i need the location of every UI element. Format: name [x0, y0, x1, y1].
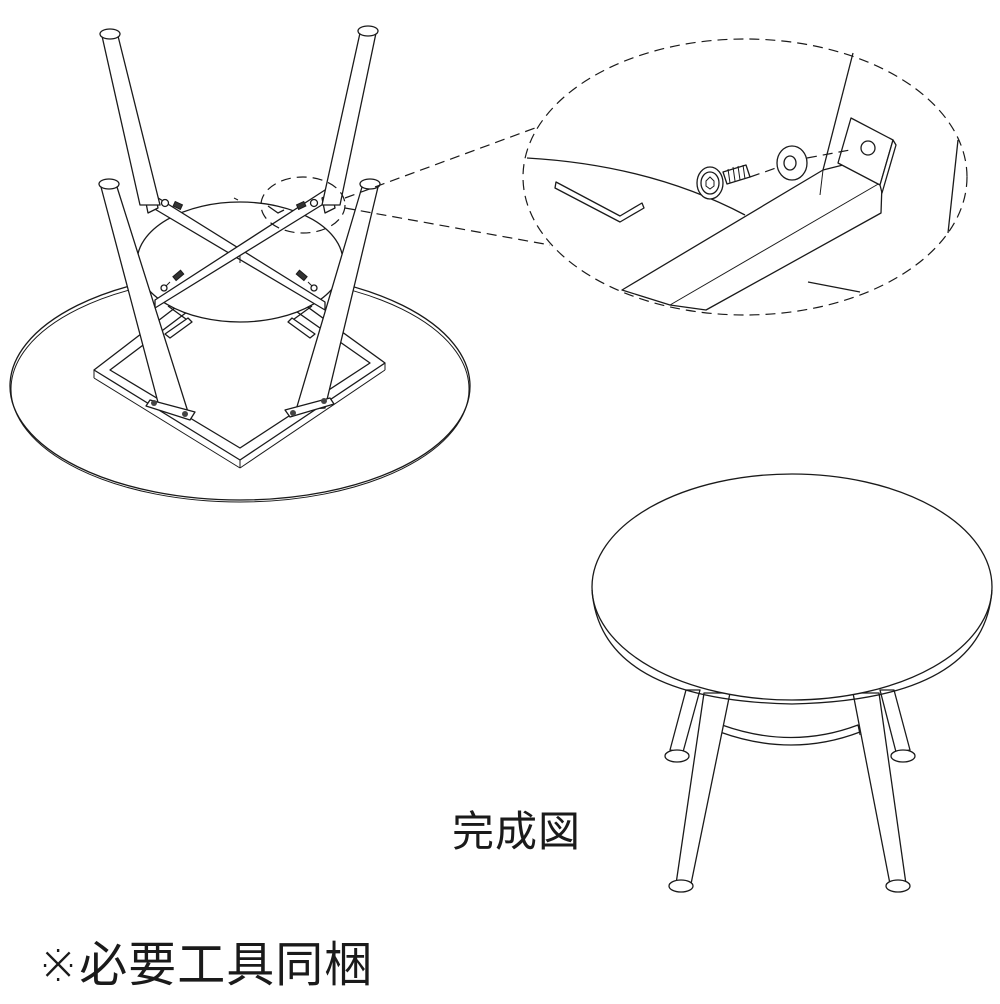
bolt-set-top-right: [295, 198, 319, 211]
completed-leg-front-right: [852, 692, 911, 893]
completed-leg-back-left: [664, 689, 701, 763]
completed-leg-back-right: [879, 689, 916, 763]
leg-mount-plate-right: [284, 397, 335, 418]
bracket-plate: [837, 117, 897, 194]
bolt-set-left: [160, 269, 185, 292]
washer: [776, 145, 808, 181]
detail-callout: [522, 38, 968, 316]
bolt-set-top-left: [160, 198, 184, 211]
hex-key-small: [267, 205, 285, 214]
completed-tabletop: [591, 473, 993, 705]
detail-marker-circle: [260, 176, 346, 234]
tools-included-note: ※必要工具同梱: [38, 937, 374, 993]
brace-bar: [621, 154, 884, 311]
completed-view: [591, 473, 993, 893]
cap-bolt: [696, 164, 751, 200]
bracket-hole: [860, 140, 876, 156]
underside-view: [9, 25, 471, 503]
completed-shelf: [719, 724, 861, 746]
leg-mount-plate-left: [145, 399, 196, 421]
leg-back-left: [99, 28, 161, 206]
tick-mark: [233, 197, 239, 201]
leg-back-right: [321, 25, 379, 206]
hex-key: [554, 181, 645, 223]
callout-leader-lines: [344, 127, 551, 246]
bolt-set-right: [295, 269, 318, 292]
completed-view-label: 完成図: [452, 807, 582, 856]
